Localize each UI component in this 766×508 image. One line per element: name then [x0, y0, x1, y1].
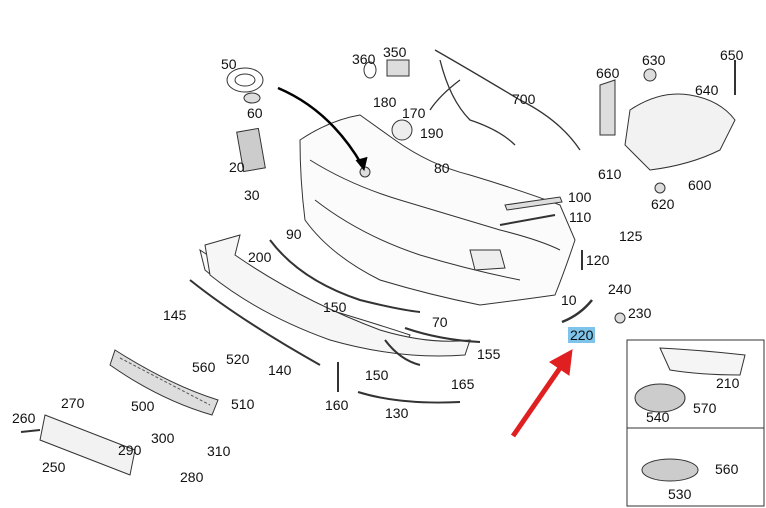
part-label-220-highlighted[interactable]: 220: [568, 327, 596, 343]
part-label-70[interactable]: 70: [432, 314, 448, 330]
grille-20: [236, 127, 266, 173]
lower-grille-frame: [204, 234, 471, 357]
part-label-620[interactable]: 620: [651, 196, 675, 212]
red-arrow: [510, 366, 563, 438]
emblem-60: [243, 92, 261, 104]
part-label-200[interactable]: 200: [248, 249, 272, 265]
part-label-570[interactable]: 570: [693, 400, 717, 416]
bracket-600: [624, 93, 736, 171]
part-label-155[interactable]: 155: [477, 346, 501, 362]
part-label-140[interactable]: 140: [268, 362, 292, 378]
frame-210: [659, 347, 746, 376]
part-label-130[interactable]: 130: [385, 405, 409, 421]
part-label-360[interactable]: 360: [352, 51, 376, 67]
part-label-260[interactable]: 260: [12, 410, 36, 426]
harness-700: [429, 49, 581, 151]
part-label-290[interactable]: 290: [118, 442, 142, 458]
insert-530: [641, 458, 699, 482]
part-label-640[interactable]: 640: [695, 82, 719, 98]
part-label-210[interactable]: 210: [716, 375, 740, 391]
part-label-125[interactable]: 125: [619, 228, 643, 244]
part-label-165[interactable]: 165: [451, 376, 475, 392]
strip-130: [357, 391, 461, 404]
part-label-240[interactable]: 240: [608, 281, 632, 297]
part-label-170[interactable]: 170: [402, 105, 426, 121]
part-label-190[interactable]: 190: [420, 125, 444, 141]
part-label-100[interactable]: 100: [568, 189, 592, 205]
sensor-350: [386, 59, 410, 77]
part-label-30[interactable]: 30: [244, 187, 260, 203]
part-label-610[interactable]: 610: [598, 166, 622, 182]
strip-150b: [384, 339, 421, 366]
part-label-350[interactable]: 350: [383, 44, 407, 60]
part-label-310[interactable]: 310: [207, 443, 231, 459]
ring-360: [363, 61, 377, 79]
grille-500: [109, 349, 219, 416]
part-label-160[interactable]: 160: [325, 397, 349, 413]
part-label-270[interactable]: 270: [61, 395, 85, 411]
part-label-540[interactable]: 540: [646, 409, 670, 425]
part-label-230[interactable]: 230: [628, 305, 652, 321]
part-label-150-lower[interactable]: 150: [365, 367, 389, 383]
part-label-500[interactable]: 500: [131, 398, 155, 414]
part-label-600[interactable]: 600: [688, 177, 712, 193]
part-label-560-left[interactable]: 560: [192, 359, 216, 375]
part-label-50[interactable]: 50: [221, 56, 237, 72]
bumper-cover: [299, 114, 576, 306]
part-label-110[interactable]: 110: [569, 209, 592, 225]
part-label-150-upper[interactable]: 150: [323, 299, 347, 315]
part-label-10[interactable]: 10: [561, 292, 577, 308]
strip-140: [189, 279, 321, 366]
part-label-60[interactable]: 60: [247, 105, 263, 121]
bracket-660: [599, 79, 616, 136]
part-label-520[interactable]: 520: [226, 351, 250, 367]
strip-150: [269, 239, 421, 313]
pointer-arrow-50: [277, 86, 364, 166]
trim-220: [561, 299, 593, 324]
part-label-560-right[interactable]: 560: [715, 461, 739, 477]
part-label-80[interactable]: 80: [434, 160, 450, 176]
part-label-145[interactable]: 145: [163, 307, 187, 323]
part-label-530[interactable]: 530: [668, 486, 692, 502]
bracket-250: [39, 414, 136, 476]
part-label-180[interactable]: 180: [373, 94, 397, 110]
trim-100: [504, 196, 563, 211]
part-label-510[interactable]: 510: [231, 396, 255, 412]
part-label-120[interactable]: 120: [586, 252, 610, 268]
part-label-250[interactable]: 250: [42, 459, 66, 475]
part-label-90[interactable]: 90: [286, 226, 302, 242]
part-label-700[interactable]: 700: [512, 91, 536, 107]
part-label-630[interactable]: 630: [642, 52, 666, 68]
insert-540: [634, 383, 686, 413]
part-label-300[interactable]: 300: [151, 430, 175, 446]
part-label-280[interactable]: 280: [180, 469, 204, 485]
emblem-50: [226, 67, 264, 93]
motor-170: [391, 119, 413, 141]
part-label-660[interactable]: 660: [596, 65, 620, 81]
strip-155: [404, 327, 481, 343]
part-label-20[interactable]: 20: [229, 159, 245, 175]
part-label-650[interactable]: 650: [720, 47, 744, 63]
trim-110: [499, 214, 556, 226]
